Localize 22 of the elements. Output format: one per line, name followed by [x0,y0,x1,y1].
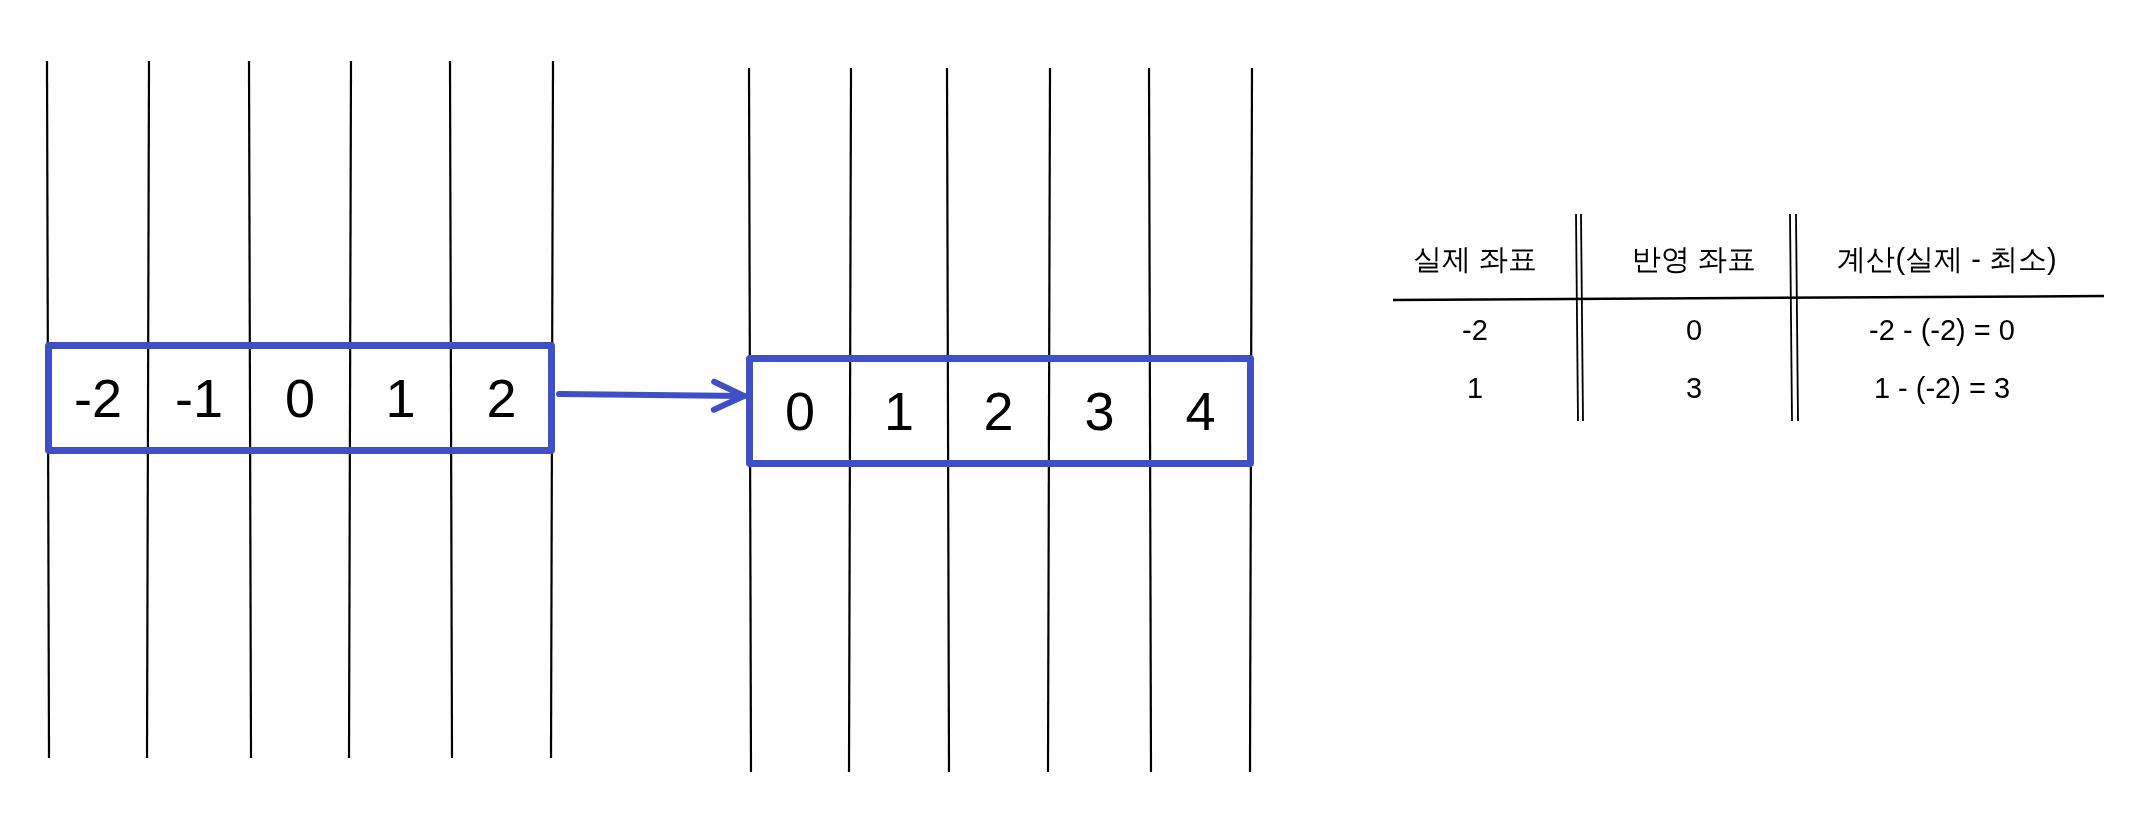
array-box [45,342,555,454]
cell-number: 0 [284,371,315,425]
table-value: 1 [1466,373,1484,405]
cell-number: 1 [385,371,416,425]
column-header: 계산(실제 - 최소) [1837,244,2057,276]
table-value: 3 [1685,373,1703,405]
cell-number: 0 [784,384,815,438]
cell-number: -2 [74,371,122,425]
table-value: -2 [1462,315,1488,347]
table-value: 1 - (-2) = 3 [1873,373,2011,405]
cell-number: 3 [1084,384,1115,438]
column-header: 반영 좌표 [1631,244,1757,276]
cell-number: 2 [486,371,517,425]
array-box [746,355,1254,467]
cell-number: 1 [883,384,914,438]
cell-number: 4 [1185,384,1216,438]
table-value: -2 - (-2) = 0 [1869,315,2015,347]
table-value: 0 [1685,315,1703,347]
column-header: 실제 좌표 [1412,244,1538,276]
arrow [556,378,747,413]
cell-number: 2 [983,384,1014,438]
cell-number: -1 [175,371,223,425]
